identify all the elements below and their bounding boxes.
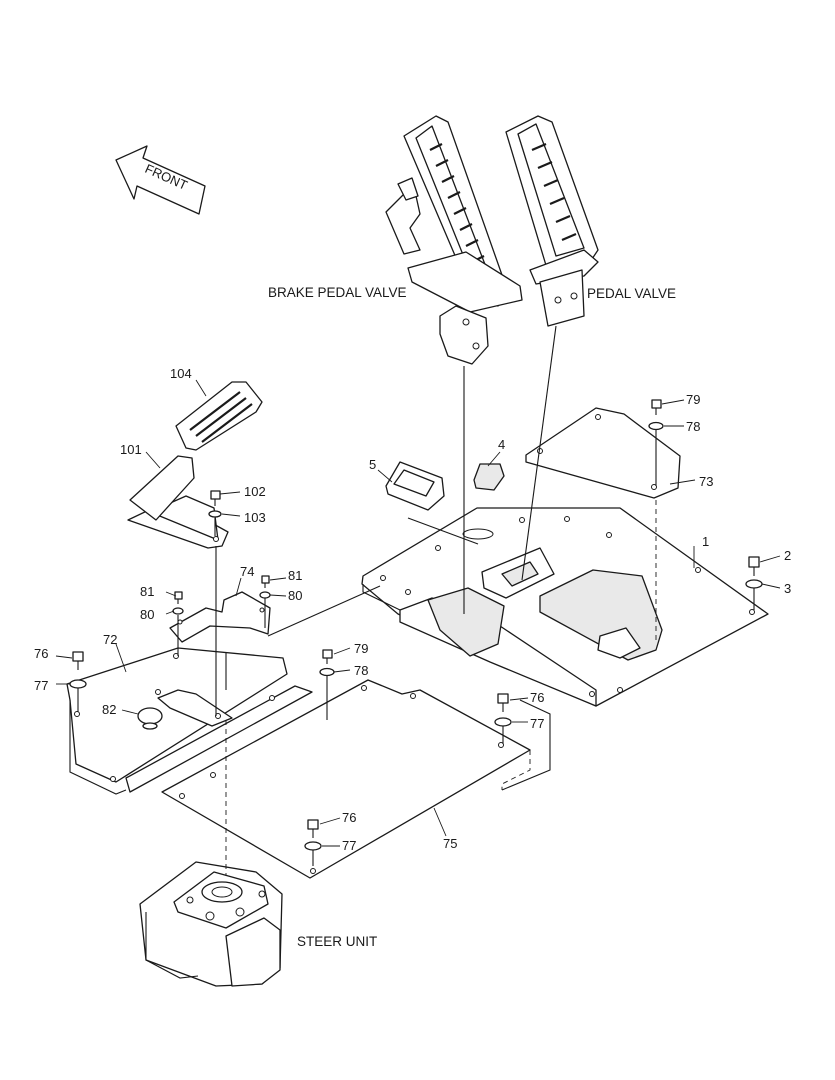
callout-labels: 1 2 3 4 5 72 73 74 75 76 76 76 77 77 77 … [34, 366, 791, 853]
callout-76-bottom: 76 [342, 810, 356, 825]
brake-pedal-valve-assembly [385, 115, 523, 365]
plate-edge [501, 699, 551, 791]
callout-76-middle: 76 [530, 690, 544, 705]
grommet-4 [473, 463, 505, 491]
label-steer-unit: STEER UNIT [297, 934, 377, 949]
callout-79-middle: 79 [354, 641, 368, 656]
bracket-74 [169, 591, 271, 643]
callout-102: 102 [244, 484, 266, 499]
callout-5: 5 [369, 457, 376, 472]
callout-76-left: 76 [34, 646, 48, 661]
callout-78-right: 78 [686, 419, 700, 434]
callout-80-left: 80 [140, 607, 154, 622]
assembly-guide-lines [77, 325, 755, 876]
fasteners [69, 399, 763, 851]
accelerator-pedal-101 [127, 455, 229, 549]
callout-1: 1 [702, 534, 709, 549]
callout-75: 75 [443, 836, 457, 851]
cover-plate-73 [525, 407, 681, 499]
callout-103: 103 [244, 510, 266, 525]
pedal-valve-assembly [505, 115, 599, 327]
callout-73: 73 [699, 474, 713, 489]
callout-4: 4 [498, 437, 505, 452]
callout-77-bottom: 77 [342, 838, 356, 853]
plate-72 [66, 647, 313, 795]
cover-plate-75 [161, 679, 531, 879]
grommet-5 [385, 461, 445, 511]
callout-78-middle: 78 [354, 663, 368, 678]
callout-74: 74 [240, 564, 254, 579]
callout-101: 101 [120, 442, 142, 457]
label-pedal-valve: PEDAL VALVE [587, 286, 676, 301]
callout-3: 3 [784, 581, 791, 596]
callout-77-left: 77 [34, 678, 48, 693]
callout-80-right: 80 [288, 588, 302, 603]
hidden-edge [501, 750, 531, 790]
callout-81-right: 81 [288, 568, 302, 583]
callout-81-left: 81 [140, 584, 154, 599]
callout-104: 104 [170, 366, 192, 381]
callout-72: 72 [103, 632, 117, 647]
callout-77-middle: 77 [530, 716, 544, 731]
steer-unit-assembly [139, 861, 283, 987]
callout-82: 82 [102, 702, 116, 717]
pedal-pad-104 [175, 381, 263, 451]
plug-82 [137, 707, 163, 730]
callout-2: 2 [784, 548, 791, 563]
label-brake-pedal-valve: BRAKE PEDAL VALVE [268, 285, 407, 300]
callout-leaders [55, 379, 781, 847]
callout-79-right: 79 [686, 392, 700, 407]
front-direction-arrow: FRONT [115, 145, 206, 215]
